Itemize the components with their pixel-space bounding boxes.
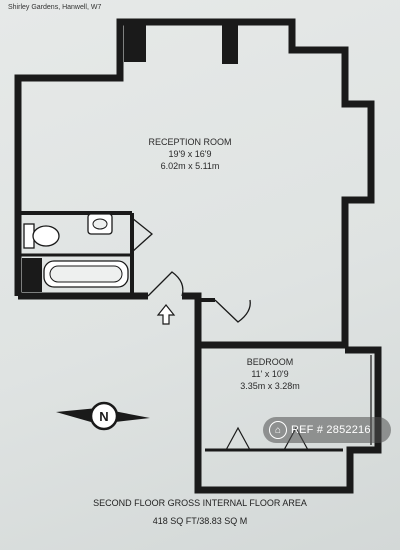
chimney-breast-right xyxy=(222,22,238,64)
reception-room-imperial: 19'9 x 16'9 xyxy=(168,149,212,159)
property-address: Shirley Gardens, Hanwell, W7 xyxy=(8,4,102,11)
chimney-breast-left xyxy=(124,22,146,62)
toilet-bowl xyxy=(32,225,60,247)
reception-room-label: RECEPTION ROOM 19'9 x 16'9 6.02m x 5.11m xyxy=(120,136,260,172)
wardrobe-door-left xyxy=(225,426,251,451)
reception-walls xyxy=(14,18,375,349)
reference-number: REF # 2852216 xyxy=(291,424,371,436)
entry-arrow-icon xyxy=(156,304,176,325)
reception-outer-wall xyxy=(14,18,375,349)
bedroom-imperial: 11' x 10'9 xyxy=(251,369,289,379)
basin-bowl xyxy=(92,218,108,230)
bedroom-door-swing xyxy=(214,299,251,323)
bedroom-metric: 3.35m x 3.28m xyxy=(240,381,300,391)
floor-area-title: SECOND FLOOR GROSS INTERNAL FLOOR AREA xyxy=(93,498,307,508)
compass-icon: N xyxy=(56,401,150,431)
bathroom-dark-block xyxy=(22,258,42,292)
reception-room-metric: 6.02m x 5.11m xyxy=(160,161,220,171)
bathroom-door-leaf xyxy=(131,217,154,253)
reception-room-name: RECEPTION ROOM xyxy=(148,137,232,147)
compass-letter: N xyxy=(99,409,108,424)
home-icon: ⌂ xyxy=(269,421,287,439)
compass-ring xyxy=(89,401,119,431)
bedroom-walls xyxy=(194,296,382,494)
floor-area-value: 418 SQ FT/38.83 SQ M xyxy=(152,516,248,526)
bedroom-outer-wall xyxy=(194,296,382,494)
bedroom-name: BEDROOM xyxy=(246,357,294,367)
bathroom xyxy=(18,211,154,296)
bedroom-label: BEDROOM 11' x 10'9 3.35m x 3.28m xyxy=(210,356,330,392)
bath-tub-inner xyxy=(49,265,123,283)
entry-door-swing xyxy=(147,271,184,297)
reference-badge: ⌂ REF # 2852216 xyxy=(263,417,391,443)
